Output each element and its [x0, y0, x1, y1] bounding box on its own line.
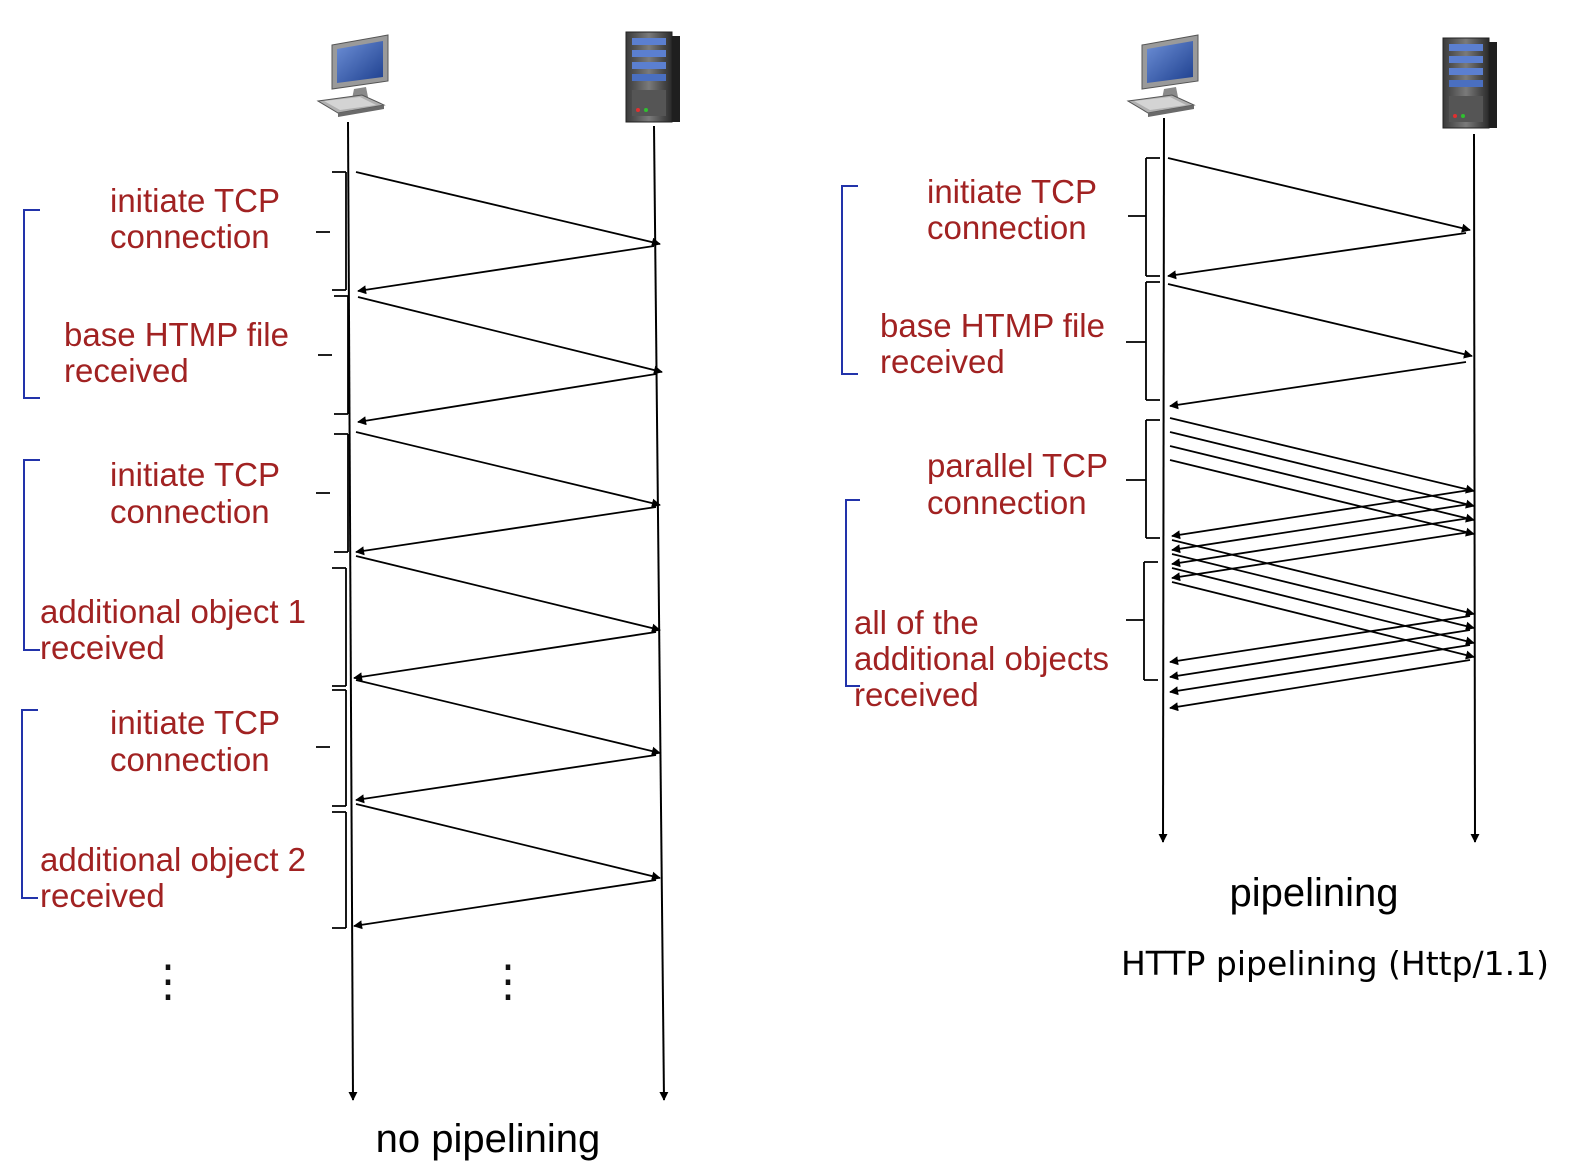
left-label-1-line1: initiate TCP	[110, 182, 280, 219]
left-label-4-line2: received	[40, 629, 165, 666]
left-label-3-line2: connection	[110, 493, 270, 530]
right-client-timeline	[1158, 117, 1168, 843]
right-messages	[1167, 157, 1475, 712]
right-braces	[1126, 157, 1160, 681]
right-label-1-line2: connection	[927, 209, 1087, 246]
left-label-5-line2: connection	[110, 741, 270, 778]
left-label-2-line2: received	[64, 352, 189, 389]
right-blue-brackets	[841, 185, 860, 687]
server-ellipsis: ⋮	[486, 957, 530, 1006]
right-step-labels: initiate TCP connection base HTMP file r…	[854, 173, 1109, 713]
left-messages	[353, 171, 663, 930]
left-title: no pipelining	[376, 1117, 601, 1161]
left-braces	[316, 171, 349, 929]
left-blue-brackets	[21, 209, 40, 899]
left-label-6-line2: received	[40, 877, 165, 914]
right-subtitle: HTTP pipelining (Http/1.1)	[1121, 944, 1549, 983]
right-label-1-line1: initiate TCP	[927, 173, 1097, 210]
right-label-2-line1: base HTMP file	[880, 307, 1105, 344]
right-server-timeline	[1470, 133, 1480, 843]
right-label-4-line1: all of the	[854, 604, 979, 641]
client-computer-icon	[317, 34, 389, 118]
left-step-labels: initiate TCP connection base HTMP file r…	[40, 182, 306, 914]
client-computer-icon	[1127, 34, 1199, 118]
server-tower-icon	[1442, 37, 1498, 129]
left-label-1-line2: connection	[110, 218, 270, 255]
left-server-timeline	[653, 125, 669, 1101]
right-label-2-line2: received	[880, 343, 1005, 380]
right-label-4-line3: received	[854, 676, 979, 713]
left-label-4-line1: additional object 1	[40, 593, 306, 630]
left-label-6-line1: additional object 2	[40, 841, 306, 878]
server-tower-icon	[625, 31, 681, 123]
right-label-3-line2: connection	[927, 484, 1087, 521]
right-label-4-line2: additional objects	[854, 640, 1109, 677]
left-label-3-line1: initiate TCP	[110, 456, 280, 493]
left-label-5-line1: initiate TCP	[110, 704, 280, 741]
left-label-2-line1: base HTMP file	[64, 316, 289, 353]
right-title: pipelining	[1229, 871, 1398, 915]
left-ellipsis: ⋮	[146, 957, 190, 1006]
right-label-3-line1: parallel TCP	[927, 447, 1108, 484]
left-client-timeline	[347, 121, 358, 1101]
